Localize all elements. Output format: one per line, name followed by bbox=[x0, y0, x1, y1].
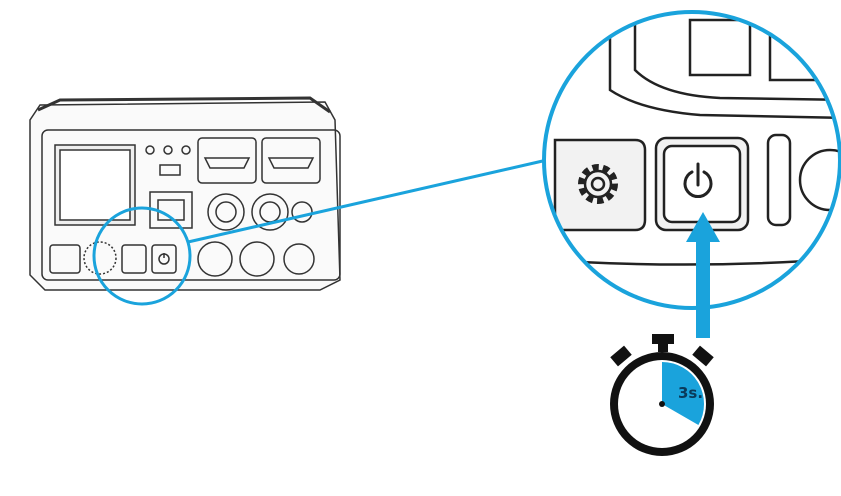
highlight-circle bbox=[92, 206, 192, 306]
connector-line bbox=[187, 158, 548, 244]
arrow-up-icon bbox=[686, 212, 720, 338]
elapsed-sector bbox=[662, 361, 705, 425]
camera-device bbox=[29, 96, 341, 291]
zoomed-view bbox=[544, 12, 840, 308]
stopwatch-label: 3s. bbox=[678, 384, 703, 402]
gear-icon bbox=[578, 164, 618, 204]
power-icon[interactable] bbox=[683, 162, 713, 199]
stopwatch-icon: 3s. bbox=[610, 334, 714, 456]
